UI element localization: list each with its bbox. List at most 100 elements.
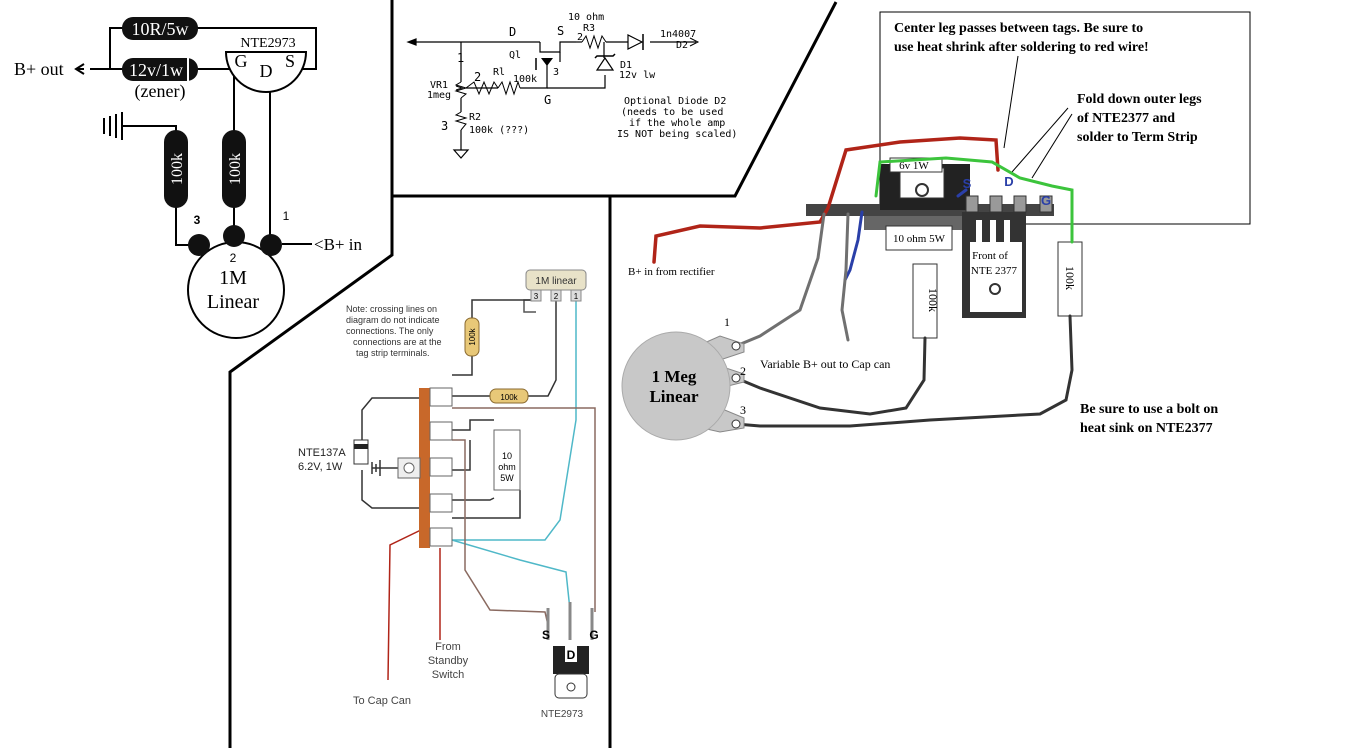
- fet-s-label: S: [557, 24, 564, 38]
- resistor-10ohm-label: 10 ohm 5W: [893, 233, 946, 245]
- resistor-10r-label: 10R/5w: [131, 19, 188, 39]
- tag-terminal-4: [429, 493, 453, 513]
- tag-terminal-3: [429, 457, 453, 477]
- r2-value-label: 100k (???): [469, 125, 529, 136]
- pot-num-3: 3: [194, 213, 201, 227]
- tag-terminal-1: [429, 387, 453, 407]
- pot-pin-2-label: 2: [554, 292, 559, 301]
- resistor-100k-horizontal-label: 100k: [500, 393, 518, 402]
- crossing-note-1: Note: crossing lines on: [346, 304, 437, 314]
- r10-label-3: 5W: [500, 473, 514, 483]
- bolt-note-1: Be sure to use a bolt on: [1080, 402, 1218, 417]
- b-plus-in-label: <B+ in: [314, 235, 362, 254]
- d1-value-label: 12v lw: [619, 70, 656, 81]
- arrow-left-icon: [74, 63, 85, 75]
- node-3b-label: 3: [441, 119, 448, 133]
- vr1-label: VR1: [430, 80, 448, 91]
- pot-lug-1-label: 1: [724, 315, 730, 329]
- resistor-100k-1-label: 100k: [169, 153, 186, 185]
- optional-note-2: (needs to be used: [621, 107, 723, 118]
- pot-num-2: 2: [230, 251, 237, 265]
- pot-1m-linear-label: 1M linear: [535, 276, 577, 287]
- ground-icon: [371, 460, 381, 476]
- pot-num-1: 1: [283, 209, 290, 223]
- from-standby-1: From: [435, 641, 461, 653]
- b-plus-rectifier-label: B+ in from rectifier: [628, 266, 715, 278]
- resistor-100k-vertical-label: 100k: [468, 327, 477, 345]
- tag-terminal-5: [429, 527, 453, 547]
- from-standby-3: Switch: [432, 669, 464, 681]
- crossing-note-3: connections. The only: [346, 326, 434, 336]
- resistor-10r-body: [122, 17, 198, 40]
- pot-pin-2: [223, 225, 245, 247]
- mosfet-part-label: NTE2973: [240, 36, 295, 51]
- resistor-100k-d1-label: 100k: [926, 288, 940, 312]
- pot-pin-3-label: 3: [534, 292, 539, 301]
- node-1-label: 1: [457, 51, 464, 65]
- nte2377-label-2: NTE 2377: [971, 265, 1018, 277]
- r3-value-label: 10 ohm: [568, 12, 604, 23]
- r10-label-2: ohm: [498, 462, 516, 472]
- pin-g-label: G: [235, 51, 248, 71]
- d1-label: D1: [620, 60, 632, 71]
- r2-label: R2: [469, 112, 481, 123]
- resistor-10ohm-5w: [493, 429, 521, 491]
- fold-note-3: solder to Term Strip: [1077, 130, 1198, 145]
- center-leg-note-2: use heat shrink after soldering to red w…: [894, 40, 1149, 55]
- resistor-100k-d2-label: 100k: [1063, 266, 1077, 290]
- resistor-100k-1-body: [164, 130, 188, 208]
- zener-6v-label: 6v 1W: [899, 160, 929, 172]
- optional-note-4: IS NOT being scaled): [617, 129, 737, 140]
- pin-d-label: D: [260, 61, 273, 81]
- zener-rating-label: 6.2V, 1W: [298, 461, 343, 473]
- pot-label-2: Linear: [207, 291, 260, 313]
- variable-b-plus-label: Variable B+ out to Cap can: [760, 357, 890, 371]
- pot-1meg-label-1: 1 Meg: [652, 367, 697, 386]
- fold-note-1: Fold down outer legs: [1077, 92, 1202, 107]
- zener-d1-icon: [595, 56, 615, 71]
- nte2377-label-1: Front of: [972, 250, 1008, 262]
- crossing-note-2: diagram do not indicate: [346, 315, 440, 325]
- center-leg-note-1: Center leg passes between tags. Be sure …: [894, 21, 1143, 36]
- resistor-100k-vertical: [464, 317, 480, 357]
- tag-terminal-2: [429, 421, 453, 441]
- r3-label: R3: [583, 23, 595, 34]
- to-cap-can-label: To Cap Can: [353, 695, 411, 707]
- vr1-value-label: 1meg: [427, 90, 451, 101]
- mosfet-symbol: [224, 51, 308, 93]
- nte2377-package: [962, 212, 1026, 318]
- pot-1meg-label-2: Linear: [649, 387, 699, 406]
- node-3-label: 3: [553, 67, 559, 78]
- optional-note-3: if the whole amp: [629, 118, 725, 129]
- zener-part-label: NTE137A: [298, 447, 346, 459]
- resistor-100k-d2: [1057, 241, 1083, 317]
- r1-label: Rl: [493, 67, 505, 78]
- pkg-s-label: S: [542, 628, 550, 642]
- q1-label: Ql: [509, 50, 521, 61]
- panel-b-schematic: D S G 10 ohm R3 2 1n4007 D2 Ql 1 3 VR1 1…: [406, 12, 737, 159]
- fet-d-label: D: [509, 25, 516, 39]
- vr1-wiper-label: 2: [474, 70, 481, 84]
- pkg-d-label: D: [567, 648, 576, 662]
- resistor-100k-horizontal: [489, 388, 529, 404]
- crossing-note-4: connections are at the: [353, 337, 442, 347]
- zener-body: [122, 58, 198, 81]
- pin-s-label: S: [285, 51, 295, 71]
- pot-lug-3-label: 3: [740, 403, 746, 417]
- pot-lug-2-label: 2: [740, 364, 746, 378]
- pot-label-1: 1M: [219, 267, 247, 289]
- ground-symbol-icon: [103, 112, 123, 140]
- panel-a-schematic: 10R/5w 12v/1w (zener) B+ out NTE2973 G D…: [14, 17, 362, 339]
- pot-pin-1-label: 1: [574, 292, 579, 301]
- pkg-part-label: NTE2973: [541, 709, 584, 720]
- tab-g-label: G: [1041, 193, 1051, 208]
- panel-c-wiring: 1M linear 3 2 1 Note: crossing lines on …: [298, 269, 599, 720]
- resistor-10ohm-5w-d: [885, 225, 953, 251]
- pot-1meg-body: [621, 331, 745, 441]
- diode-d2-icon: [627, 34, 644, 50]
- d2-part-label: 1n4007: [660, 29, 696, 40]
- zener-note: (zener): [135, 81, 186, 102]
- pot-pin-3: [188, 234, 210, 256]
- resistor-100k-2-label: 100k: [227, 153, 244, 185]
